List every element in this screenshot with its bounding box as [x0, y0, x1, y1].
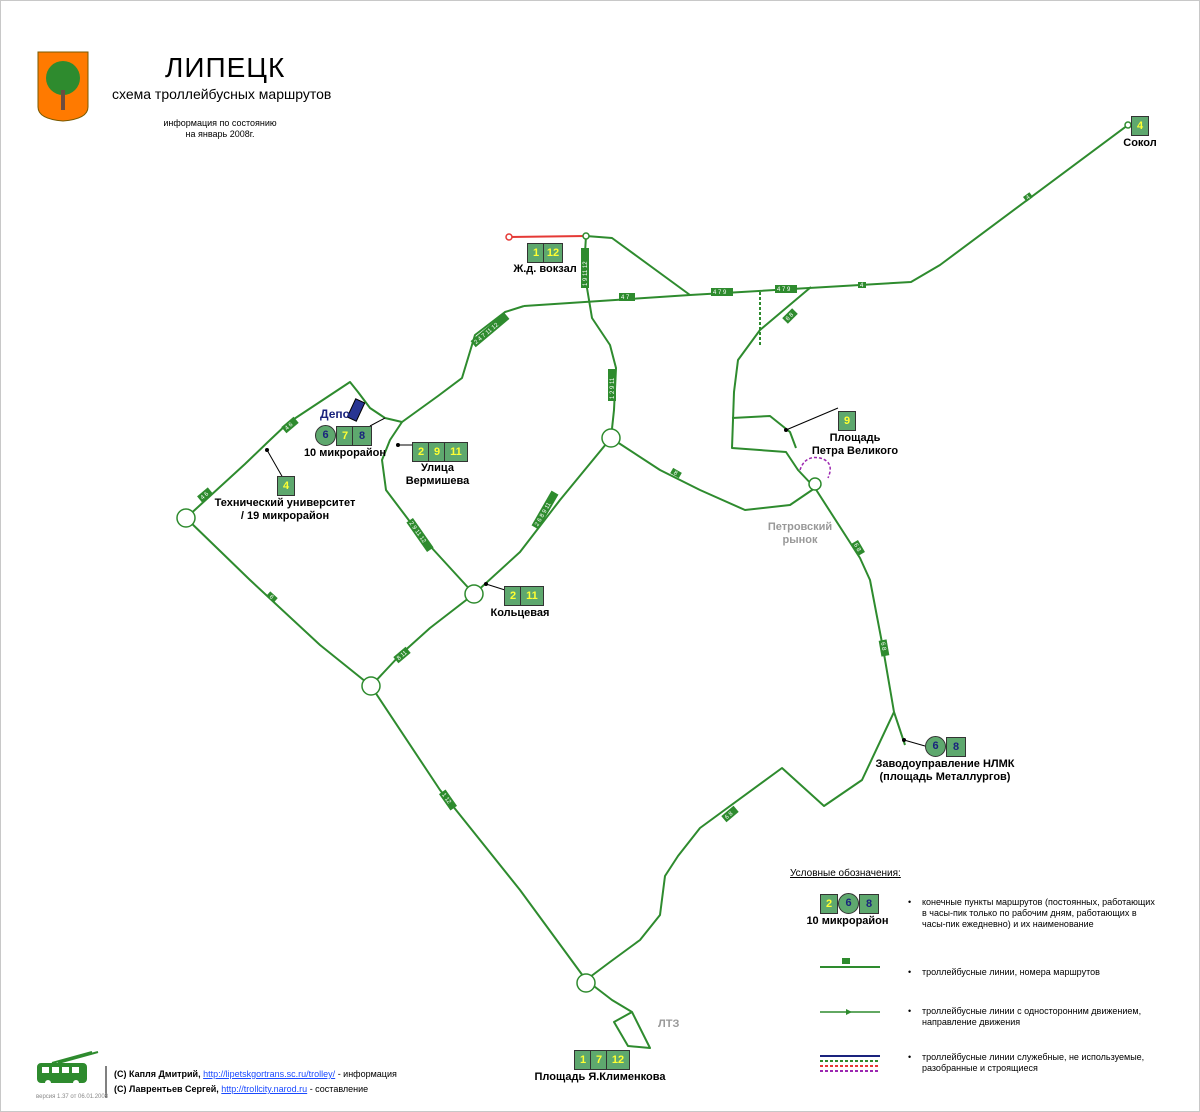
coat-of-arms-icon	[37, 51, 89, 122]
route-badge[interactable]: 9	[428, 442, 446, 462]
depot-icon	[346, 398, 366, 422]
legend-bullet: •	[908, 1052, 912, 1062]
route-badge[interactable]: 11	[520, 586, 544, 606]
stop-petra-velikogo[interactable]: Площадь Петра Великого	[811, 432, 899, 457]
info-date: информация по состоянию на январь 2008г.	[163, 118, 277, 139]
svg-text:4 6: 4 6	[200, 491, 211, 501]
ltz-label: ЛТЗ	[658, 1018, 680, 1030]
svg-text:4: 4	[860, 283, 864, 289]
legend-route-badge: 2	[820, 894, 838, 914]
svg-text:6 8: 6 8	[724, 811, 735, 821]
line-depot	[185, 381, 386, 519]
line-ltz-loop	[585, 979, 651, 1049]
route-badge[interactable]: 4	[1131, 116, 1149, 136]
svg-text:1 2 9 11: 1 2 9 11	[610, 377, 616, 399]
line-circle-petra	[610, 437, 816, 511]
legend-bullet: •	[908, 897, 912, 907]
svg-text:8: 8	[672, 470, 678, 477]
junction-center	[601, 428, 621, 448]
junction-petra	[808, 477, 822, 491]
legend-example-name: 10 микрорайон	[806, 915, 889, 927]
credit-line-2: (C) Лаврентьев Сергей, http://trollcity.…	[114, 1084, 369, 1094]
stop-zhd-vokzal[interactable]: Ж.д. вокзал	[513, 263, 577, 275]
credit-link-1[interactable]: http://lipetskgortrans.sc.ru/trolley/	[203, 1069, 336, 1079]
route-badge[interactable]: 11	[444, 442, 468, 462]
route-badge[interactable]: 9	[838, 411, 856, 431]
svg-text:1 12: 1 12	[440, 792, 452, 806]
line-sokol	[523, 124, 1129, 307]
stop-klimenkova[interactable]: Площадь Я.Клименкова	[534, 1071, 666, 1083]
svg-text:4 7: 4 7	[621, 295, 630, 301]
line-nlmk-klimenkova	[585, 711, 895, 981]
junction-koltsevaya	[464, 584, 484, 604]
market-label: Петровский рынок	[767, 521, 833, 546]
route-badge[interactable]: 8	[352, 426, 372, 446]
legend-item-service: троллейбусные линии служебные, не исполь…	[922, 1052, 1145, 1073]
depot-label: Депо	[320, 407, 350, 421]
legend-route-badge: 8	[859, 894, 879, 914]
stop-koltsevaya[interactable]: Кольцевая	[490, 607, 550, 619]
svg-text:6 8: 6 8	[852, 543, 862, 554]
stop-sokol[interactable]: Сокол	[1123, 137, 1157, 149]
svg-text:4 7 9: 4 7 9	[777, 287, 791, 293]
route-badge[interactable]: 12	[606, 1050, 630, 1070]
junction-klimenkova	[576, 973, 596, 993]
legend-route-badge-peak: 6	[838, 893, 859, 914]
line-west-klimenkova	[370, 685, 587, 981]
map-subtitle: схема троллейбусных маршрутов	[112, 86, 332, 102]
legend-bullet: •	[908, 1006, 912, 1016]
stop-vermisheva[interactable]: Улица Вермишева	[405, 462, 470, 487]
legend-bullet: •	[908, 967, 912, 977]
svg-text:6: 6	[268, 594, 275, 601]
svg-text:6 8: 6 8	[879, 642, 886, 652]
legend-item-oneway: троллейбусные линии с односторонним движ…	[922, 1006, 1142, 1027]
legend-title: Условные обозначения:	[790, 868, 901, 879]
stop-10-mikrorayon[interactable]: 10 микрорайон	[303, 447, 387, 459]
credit-link-2[interactable]: http://trollcity.narod.ru	[221, 1084, 308, 1094]
route-badge-peak[interactable]: 6	[925, 736, 946, 757]
svg-text:4 6: 4 6	[284, 422, 295, 432]
line-petra-loop	[731, 415, 797, 449]
svg-text:4: 4	[1025, 194, 1032, 201]
svg-text:4 7 9: 4 7 9	[713, 290, 727, 296]
line-techuniv-west	[185, 517, 372, 687]
junction-techuniv	[176, 508, 196, 528]
line-koltsevaya-west	[370, 593, 475, 687]
route-badge[interactable]: 4	[277, 476, 295, 496]
svg-text:6 8: 6 8	[785, 312, 796, 323]
route-badge[interactable]: 12	[543, 243, 563, 263]
junction-west	[361, 676, 381, 696]
route-badge[interactable]: 8	[946, 737, 966, 757]
stop-nlmk[interactable]: Заводоуправление НЛМК (площадь Металлург…	[875, 758, 1015, 783]
version-label: версия 1.37 от 06.01.2008	[36, 1094, 109, 1100]
route-badge-peak[interactable]: 6	[315, 425, 336, 446]
line-vokzal-east	[585, 235, 691, 296]
stop-tech-univ[interactable]: Технический университет / 19 микрорайон	[214, 497, 356, 522]
legend-item-lines: троллейбусные линии, номера маршрутов	[922, 967, 1100, 977]
city-title: ЛИПЕЦК	[165, 52, 286, 83]
legend-item-terminals: конечные пункты маршрутов (постоянных, р…	[922, 897, 1155, 929]
credit-line-1: (C) Капля Дмитрий, http://lipetskgortran…	[114, 1069, 397, 1079]
line-petra-north	[731, 286, 816, 489]
stop-vokzal-node	[582, 232, 590, 240]
credits: (C) Капля Дмитрий, http://lipetskgortran…	[114, 1067, 444, 1097]
svg-text:1 9 11 12: 1 9 11 12	[583, 261, 589, 286]
stop-unused-node	[505, 233, 513, 241]
